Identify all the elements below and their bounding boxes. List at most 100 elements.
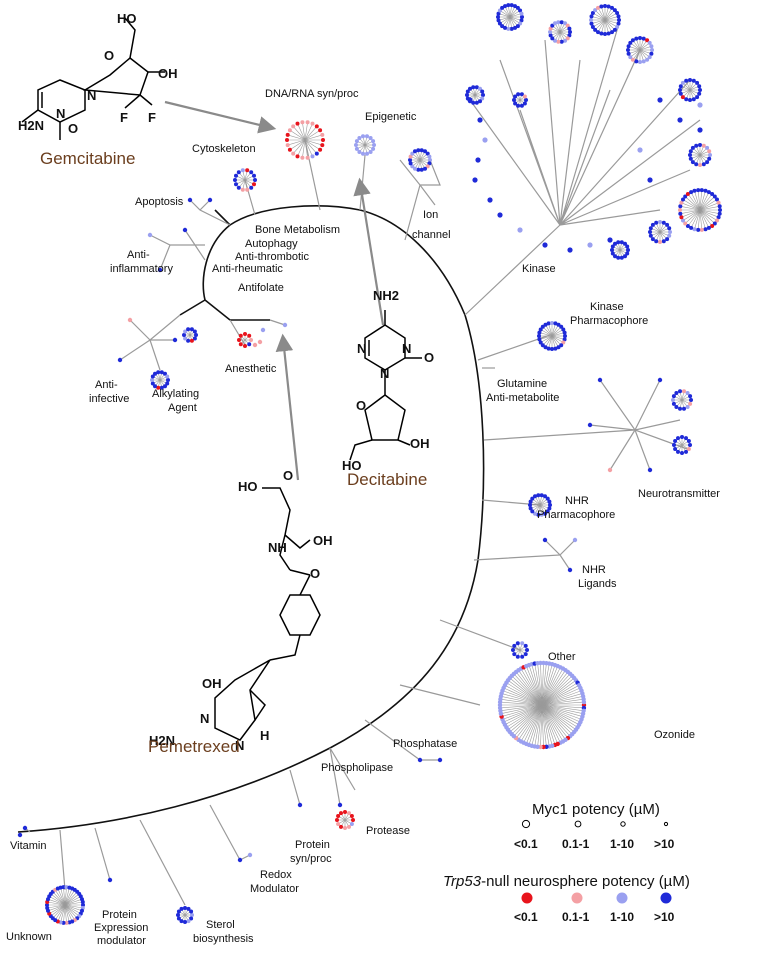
compound-node xyxy=(153,371,157,376)
compound-node xyxy=(530,509,535,514)
hub-spoke xyxy=(604,19,616,31)
compound-node xyxy=(351,818,355,822)
hub-dna-rna xyxy=(285,120,325,160)
hub-spoke xyxy=(292,126,306,141)
compound-node xyxy=(685,391,690,395)
atom-ho: HO xyxy=(117,11,137,26)
hub-spoke xyxy=(687,209,701,227)
label-cytoskeleton: Cytoskeleton xyxy=(192,143,256,155)
hub-spoke xyxy=(591,16,606,21)
compound-node xyxy=(339,824,343,829)
compound-node xyxy=(674,391,679,395)
label-alkylating-2: Agent xyxy=(168,402,197,414)
hub-spoke xyxy=(680,209,701,214)
hub-kinase-pharmacophore xyxy=(537,321,567,351)
compound-node xyxy=(496,15,500,19)
compound-node xyxy=(186,906,191,911)
hub-kinase-6 xyxy=(688,143,712,167)
hub-spoke xyxy=(64,904,78,919)
compound-node xyxy=(648,230,652,234)
hub-spoke xyxy=(506,704,543,728)
compound-node xyxy=(540,343,545,348)
compound-node xyxy=(678,88,682,92)
compound-node xyxy=(617,18,621,22)
compound-node xyxy=(563,21,567,26)
hub-nhr-pharmacophore xyxy=(528,493,552,517)
compound-node xyxy=(509,3,514,8)
label-phospholipase: Phospholipase xyxy=(321,762,393,774)
compound-node xyxy=(361,134,365,139)
compound-node xyxy=(682,389,686,394)
compound-node xyxy=(372,143,376,147)
compound-node xyxy=(365,134,369,139)
compound-node xyxy=(540,324,545,329)
label-other: Other xyxy=(548,651,576,663)
compound-node xyxy=(625,251,630,256)
atom-o: O xyxy=(310,566,320,581)
compound-node xyxy=(634,36,639,41)
compound-node xyxy=(616,255,621,260)
label-kinase: Kinase xyxy=(522,263,556,275)
compound-node xyxy=(712,194,717,199)
compound-node xyxy=(697,127,703,133)
compound-node xyxy=(678,211,683,216)
hub-spoke xyxy=(541,704,581,723)
compound-node xyxy=(657,377,663,383)
hub-spoke xyxy=(699,209,703,230)
compound-node xyxy=(589,18,593,22)
legend-trp-bin-2: 0.1-1 xyxy=(562,910,590,924)
hub-spoke xyxy=(501,704,543,717)
compound-node xyxy=(287,128,292,133)
compound-node xyxy=(520,641,525,646)
compound-node xyxy=(689,225,694,230)
compound-node xyxy=(703,188,708,193)
label-alkylating-1: Alkylating xyxy=(152,388,199,400)
compound-node xyxy=(523,643,528,648)
compound-node xyxy=(482,137,488,143)
compound-node xyxy=(538,340,543,345)
compound-node xyxy=(667,226,672,231)
hub-spoke xyxy=(47,901,66,906)
compound-node xyxy=(673,439,678,443)
label-ion-1: Ion xyxy=(423,209,438,221)
label-nhr-ligands-2: Ligands xyxy=(578,578,617,590)
hub-spoke xyxy=(604,19,619,24)
compound-node xyxy=(688,78,692,82)
hub-spoke xyxy=(541,680,577,706)
compound-node xyxy=(515,654,520,659)
compound-node xyxy=(520,654,525,659)
hub-spoke xyxy=(690,209,701,229)
compound-node xyxy=(556,39,561,44)
hub-spoke xyxy=(304,126,318,141)
hub-spoke xyxy=(551,326,562,337)
compound-node xyxy=(596,30,600,35)
hub-spoke xyxy=(64,887,67,906)
legend-trp-marker-1 xyxy=(521,892,533,904)
compound-node xyxy=(522,94,527,99)
compound-node xyxy=(623,254,627,259)
label-sterol-1: Sterol xyxy=(206,919,235,931)
hub-spoke xyxy=(541,704,577,730)
compound-node xyxy=(295,121,300,126)
compound-node xyxy=(517,227,523,233)
legend-myc-title: Myc1 potency (µM) xyxy=(532,801,660,818)
label-protein-expr-2: Expression xyxy=(94,922,148,934)
atom-h2n: H2N xyxy=(18,118,44,133)
hub-spoke xyxy=(499,16,511,24)
hub-spoke xyxy=(541,698,584,706)
tree-trunk xyxy=(17,205,485,833)
compound-node xyxy=(690,160,695,165)
label-anti-inflammatory-2: inflammatory xyxy=(110,263,173,275)
hub-spoke xyxy=(304,123,313,141)
compound-node xyxy=(361,151,365,156)
hub-spoke xyxy=(64,888,73,906)
compound-node xyxy=(465,93,469,97)
compound-node xyxy=(613,241,617,246)
compound-node xyxy=(691,97,696,102)
hub-spoke xyxy=(526,665,543,706)
compound-node xyxy=(408,158,412,162)
hub-spoke xyxy=(541,704,550,747)
compound-node xyxy=(542,537,548,543)
hub-spoke xyxy=(57,888,66,906)
compound-node xyxy=(550,36,555,41)
